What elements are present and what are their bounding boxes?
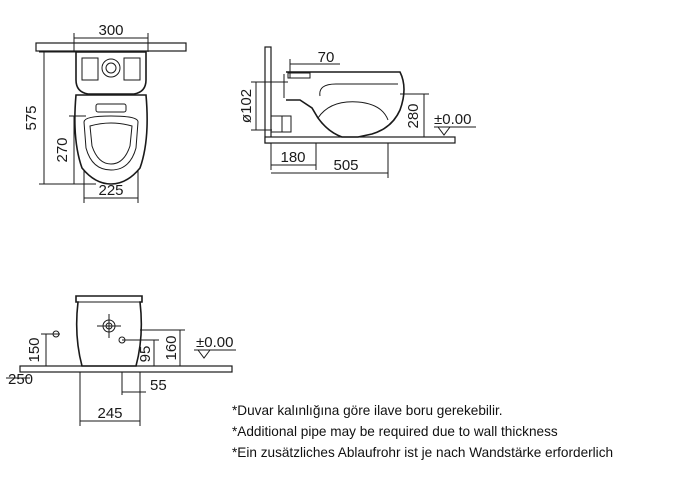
dim-280: 280 (405, 103, 422, 128)
side-view-floor (264, 136, 456, 144)
side-toilet-outline (286, 71, 405, 138)
dim-225: 225 (98, 182, 123, 199)
dim-180: 180 (280, 149, 305, 166)
dim-575: 575 (23, 105, 40, 130)
dim-150: 150 (26, 337, 43, 362)
note-turkish: *Duvar kalınlığına göre ilave boru gerek… (232, 403, 503, 418)
dim-160: 160 (163, 335, 180, 360)
note-english: *Additional pipe may be required due to … (232, 424, 558, 439)
bowl-outline (74, 94, 148, 185)
top-view: 300 575 270 225 (23, 22, 187, 203)
dim-300: 300 (98, 22, 123, 39)
cistern-outline (75, 51, 147, 95)
front-view: 150 250 95 160 ±0.00 55 245 (6, 295, 236, 426)
seat-outline (83, 115, 139, 171)
dim-245: 245 (97, 405, 122, 422)
dim-70: 70 (318, 49, 335, 66)
front-level-marker: ±0.00 (196, 334, 233, 351)
dim-250: 250 (8, 371, 33, 388)
top-view-wall (35, 42, 187, 52)
dim-95: 95 (137, 346, 154, 363)
level-marker: ±0.00 (434, 111, 471, 128)
waste-pipe (270, 115, 292, 133)
note-german: *Ein zusätzliches Ablaufrohr ist je nach… (232, 445, 614, 460)
dim-o102: ø102 (238, 89, 255, 123)
dim-55: 55 (150, 377, 167, 394)
dim-270: 270 (54, 137, 71, 162)
dim-505: 505 (333, 157, 358, 174)
side-view-wall (264, 46, 272, 144)
side-view: 70 ø102 280 ±0.00 180 505 (238, 46, 476, 178)
front-toilet-outline (75, 295, 143, 367)
front-view-floor (19, 365, 233, 373)
notes-block: *Duvar kalınlığına göre ilave boru gerek… (232, 400, 698, 463)
